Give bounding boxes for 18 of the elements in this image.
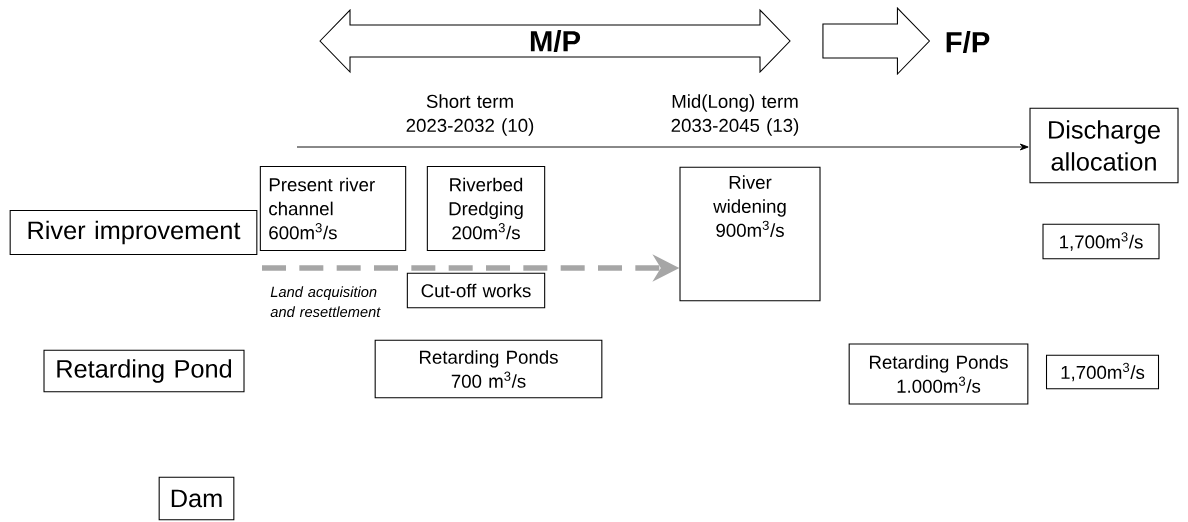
period-label: Mid(Long) term 2033-2045 (13) — [671, 94, 799, 136]
text-box: Retarding Pond — [43, 349, 245, 393]
text-box: 1,700m$^{3}$/s — [1045, 354, 1160, 390]
text-box: Riverbed Dredging 200m$^{3}$/s — [426, 165, 546, 252]
period-label: Short term 2023-2032 (10) — [406, 94, 534, 136]
block-arrow: F/P — [946, 31, 990, 53]
text-box: River widening 900m$^{3}$/s — [679, 166, 821, 302]
text-box: Retarding Ponds 1.000m$^{3}$/s — [848, 343, 1029, 405]
text-box: Cut-off works — [406, 272, 546, 309]
text-box: Discharge allocation — [1029, 107, 1179, 184]
text-box: Present river channel 600m$^{3}$/s — [259, 165, 407, 252]
text-box: Retarding Ponds 700 m$^{3}$/s — [374, 339, 603, 399]
text-box: River improvement — [9, 209, 258, 256]
block-arrow — [822, 6, 931, 76]
text-box: Dam — [158, 476, 235, 521]
arrow — [296, 143, 1029, 151]
text-box: 1,700m$^{3}$/s — [1042, 223, 1160, 260]
edge-label: Land acquisition and resettlement — [270, 286, 381, 318]
